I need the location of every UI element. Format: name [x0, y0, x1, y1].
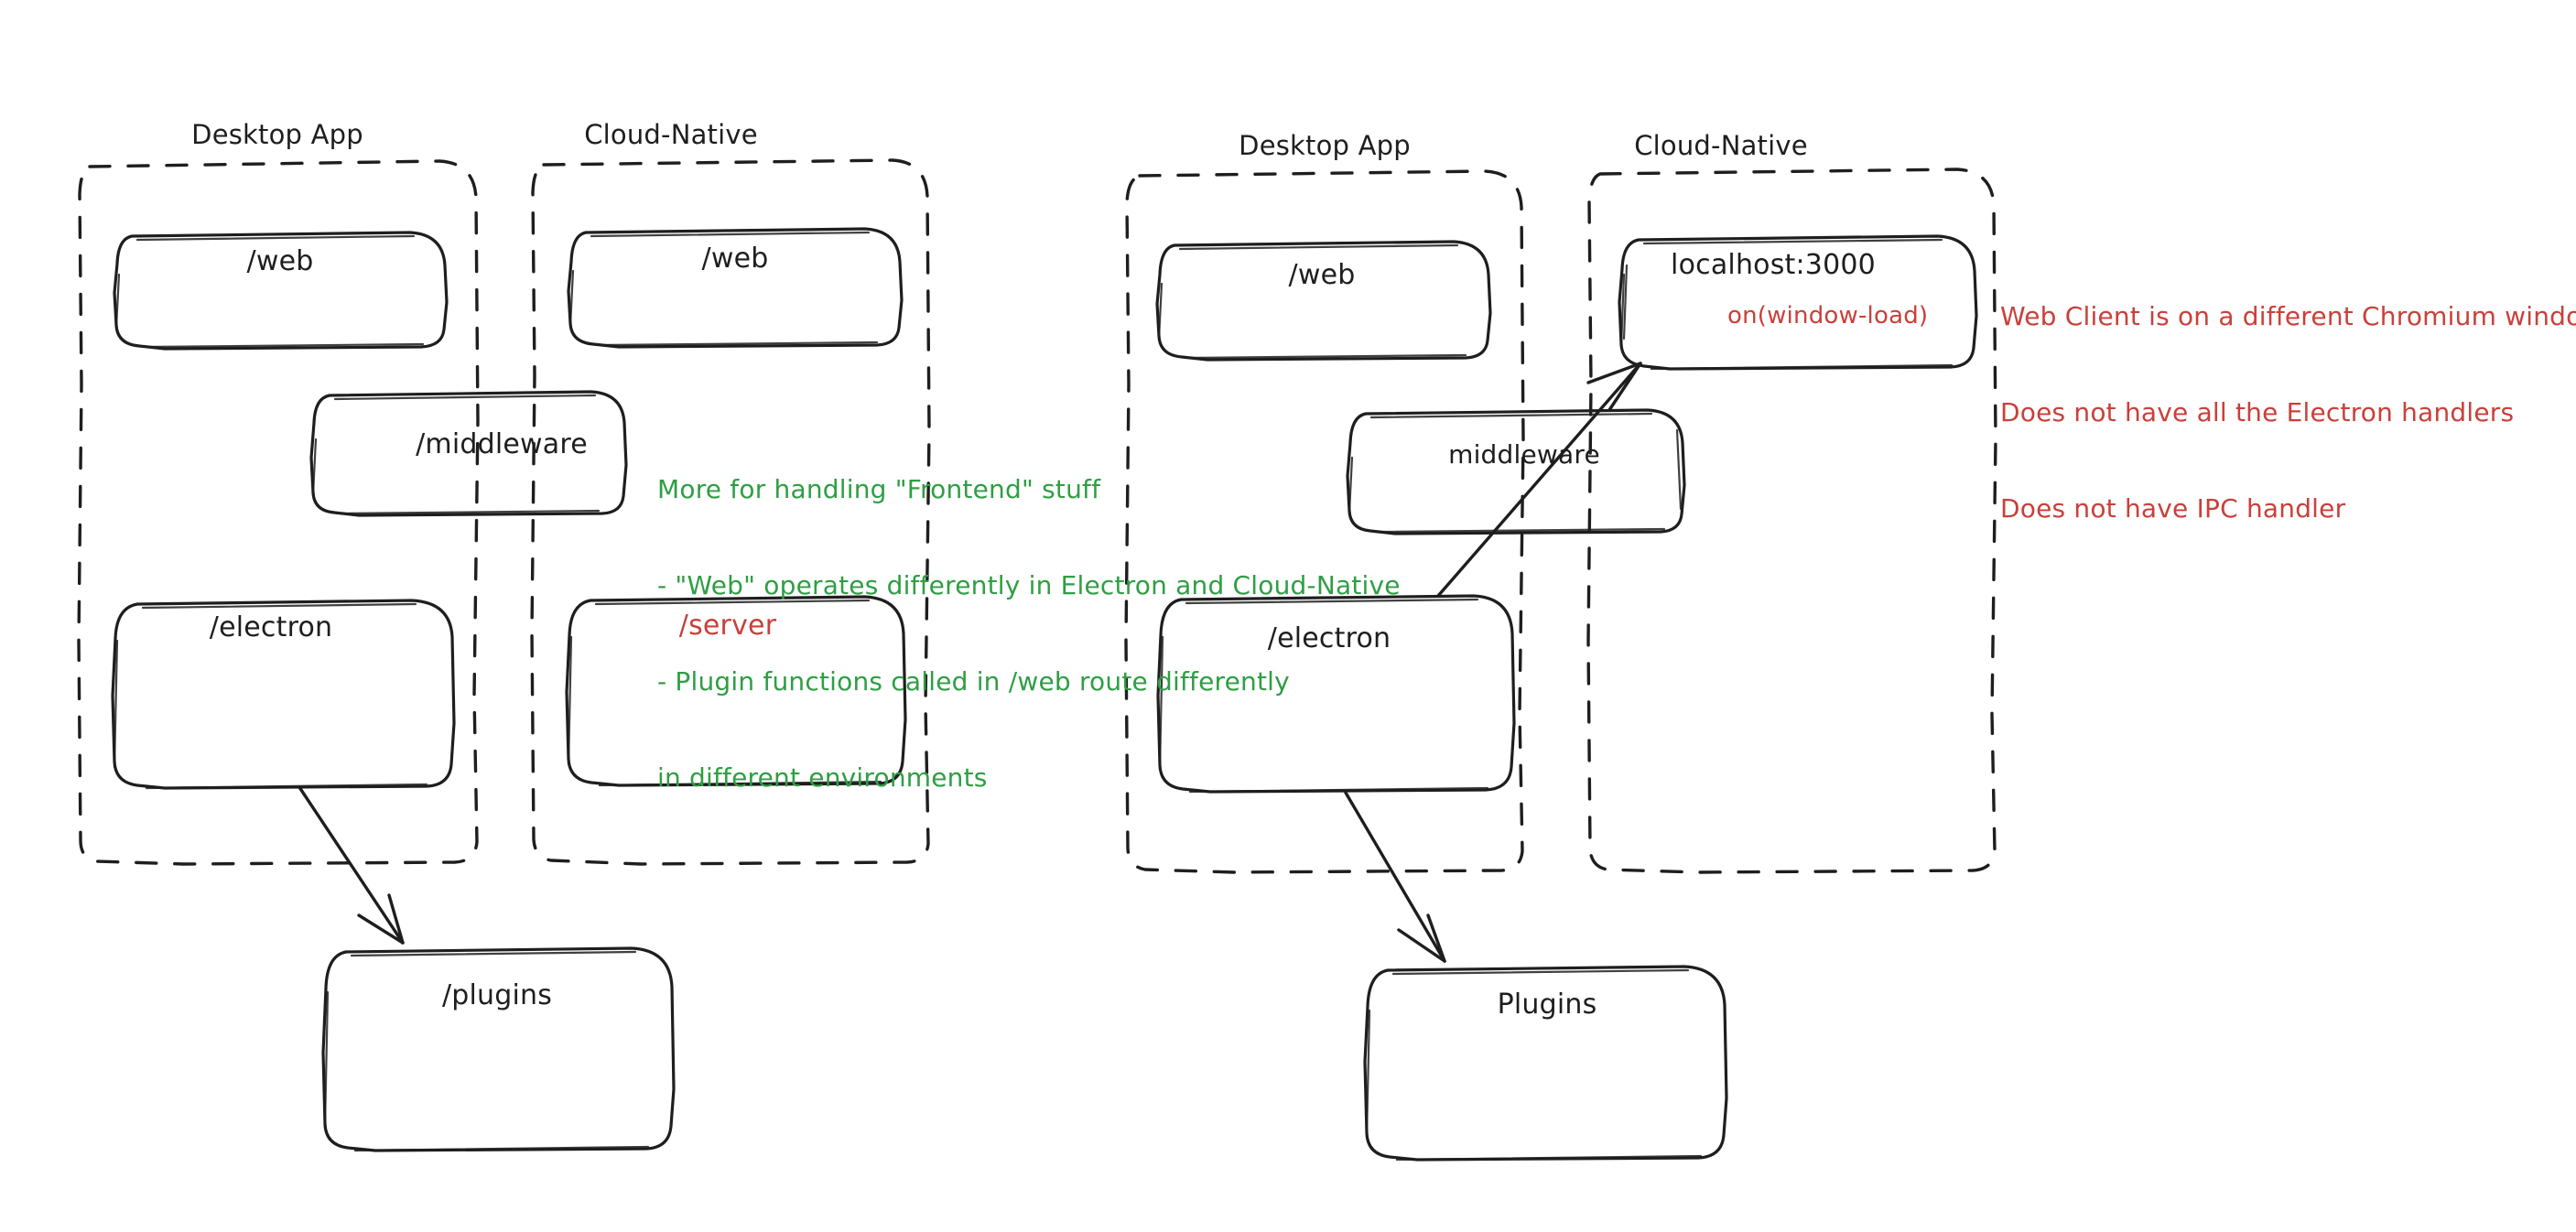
left-group-title-cloud-native: Cloud-Native: [584, 119, 758, 150]
right-electron-label: /electron: [1267, 622, 1391, 654]
left-electron-label: /electron: [209, 611, 333, 643]
left-middleware-label: /middleware: [416, 428, 588, 460]
right-plugins-label: Plugins: [1497, 989, 1597, 1021]
right-localhost-box: [1618, 234, 1978, 371]
left-desktop-web-label: /web: [246, 245, 314, 277]
right-group-title-cloud-native: Cloud-Native: [1634, 130, 1808, 161]
right-desktop-web-box: [1155, 240, 1492, 362]
left-server-box: [565, 595, 907, 787]
red-annotation-note: Web Client is on a different Chromium wi…: [2000, 236, 2576, 589]
green-note-line-4: in different environments: [657, 762, 988, 793]
right-electron-box: [1156, 594, 1516, 794]
red-note-line-3: Does not have IPC handler: [2000, 493, 2346, 524]
left-desktop-web-box: [113, 231, 449, 351]
right-plugins-box: [1363, 965, 1728, 1162]
left-electron-box: [111, 599, 456, 790]
right-group-desktop-app-outline: [1124, 169, 1525, 874]
green-note-line-1: More for handling "Frontend" stuff: [657, 474, 1101, 504]
left-server-label: /server: [678, 610, 777, 642]
right-electron-to-plugins-arrow: [1344, 791, 1446, 963]
right-localhost-label: localhost:3000: [1671, 249, 1876, 281]
right-desktop-web-label: /web: [1288, 259, 1356, 291]
left-cloud-web-label: /web: [701, 243, 769, 275]
left-group-desktop-app-outline: [77, 159, 480, 866]
green-note-line-2: - "Web" operates differently in Electron…: [657, 570, 1401, 600]
red-note-line-1: Web Client is on a different Chromium wi…: [2000, 301, 2576, 331]
left-middleware-box: [309, 390, 628, 517]
right-middleware-box: [1346, 408, 1686, 535]
green-annotation-note: More for handling "Frontend" stuff - "We…: [657, 409, 1401, 858]
right-localhost-sublabel: on(window-load): [1727, 302, 1929, 330]
left-cloud-web-box: [567, 227, 904, 349]
left-group-title-desktop-app: Desktop App: [191, 119, 363, 150]
left-plugins-box: [321, 946, 676, 1152]
right-middleware-label: middleware: [1448, 439, 1600, 470]
right-electron-to-localhost-arrow: [1436, 362, 1642, 598]
right-group-title-desktop-app: Desktop App: [1239, 130, 1411, 161]
left-electron-to-plugins-arrow: [298, 785, 405, 945]
red-note-line-2: Does not have all the Electron handlers: [2000, 397, 2515, 427]
green-note-line-3: - Plugin functions called in /web route …: [657, 666, 1290, 697]
left-group-cloud-native-outline: [530, 158, 931, 866]
right-group-cloud-native-outline: [1586, 168, 1997, 874]
left-plugins-label: /plugins: [441, 979, 553, 1011]
